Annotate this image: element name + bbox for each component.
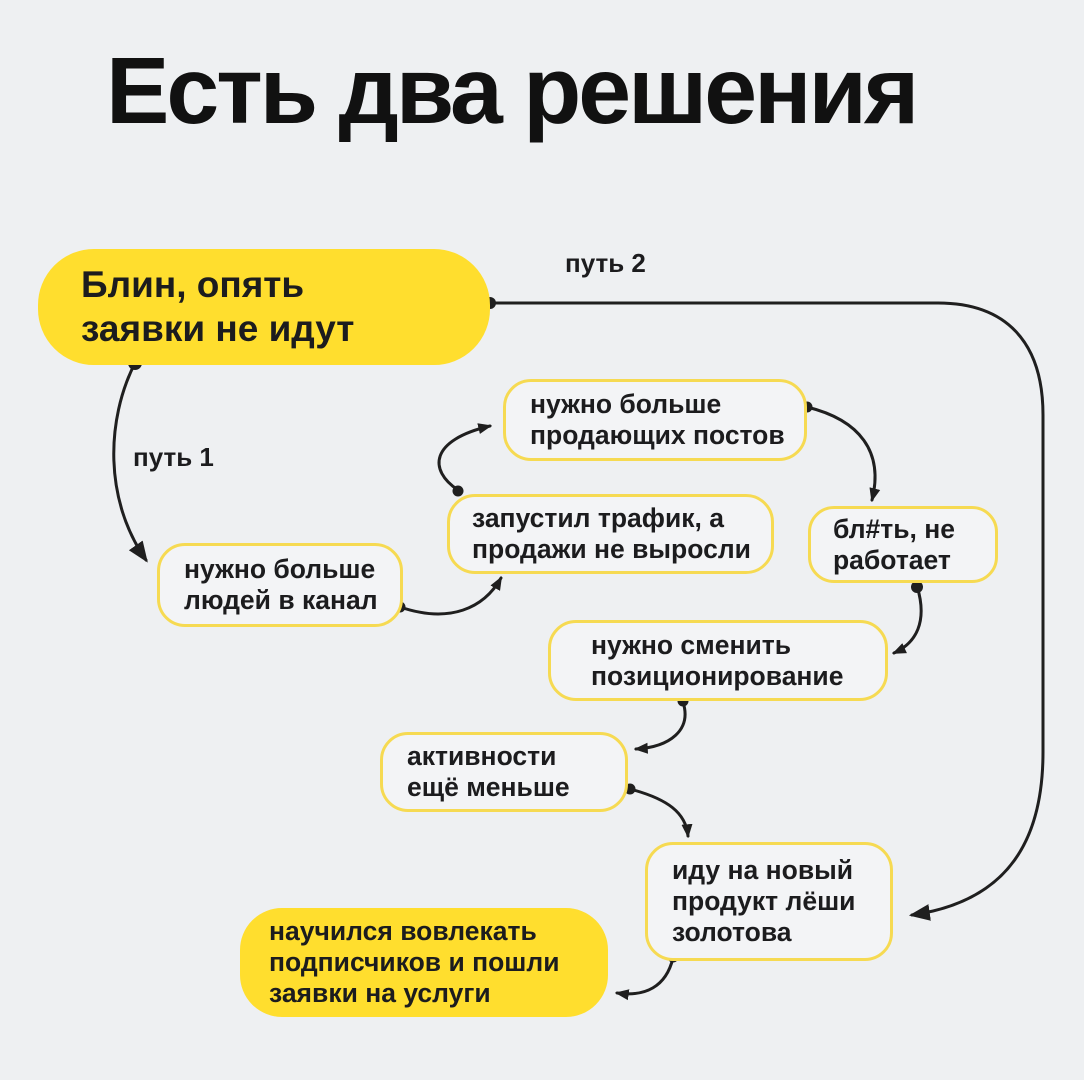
edge-newprod-engage — [614, 956, 675, 1001]
node-need-people: нужно больше людей в канал — [157, 543, 403, 627]
node-activity: активности ещё меньше — [380, 732, 628, 812]
edge-label-path2: путь 2 — [565, 248, 646, 278]
page-title: Есть два решения — [106, 38, 919, 144]
node-newprod: иду на новый продукт лёши золотова — [645, 842, 893, 961]
node-engage: научился вовлекать подписчиков и пошли з… — [240, 908, 608, 1017]
node-repos: нужно сменить позиционирование — [548, 620, 888, 701]
edge-label-path1: путь 1 — [133, 442, 214, 472]
node-need-posts: нужно больше продающих постов — [503, 379, 807, 461]
edge-need-posts-notwork — [805, 405, 881, 503]
edge-notwork-repos — [892, 584, 923, 655]
edge-need-people-traffic — [398, 576, 503, 616]
edge-activity-newprod — [628, 787, 693, 839]
node-notwork: бл#ть, не работает — [808, 506, 998, 583]
connector-dot — [452, 485, 464, 497]
edge-repos-activity — [633, 700, 687, 754]
node-start: Блин, опять заявки не идут — [38, 249, 490, 365]
edge-traffic-need-posts — [437, 423, 493, 492]
node-traffic: запустил трафик, а продажи не выросли — [447, 494, 774, 574]
